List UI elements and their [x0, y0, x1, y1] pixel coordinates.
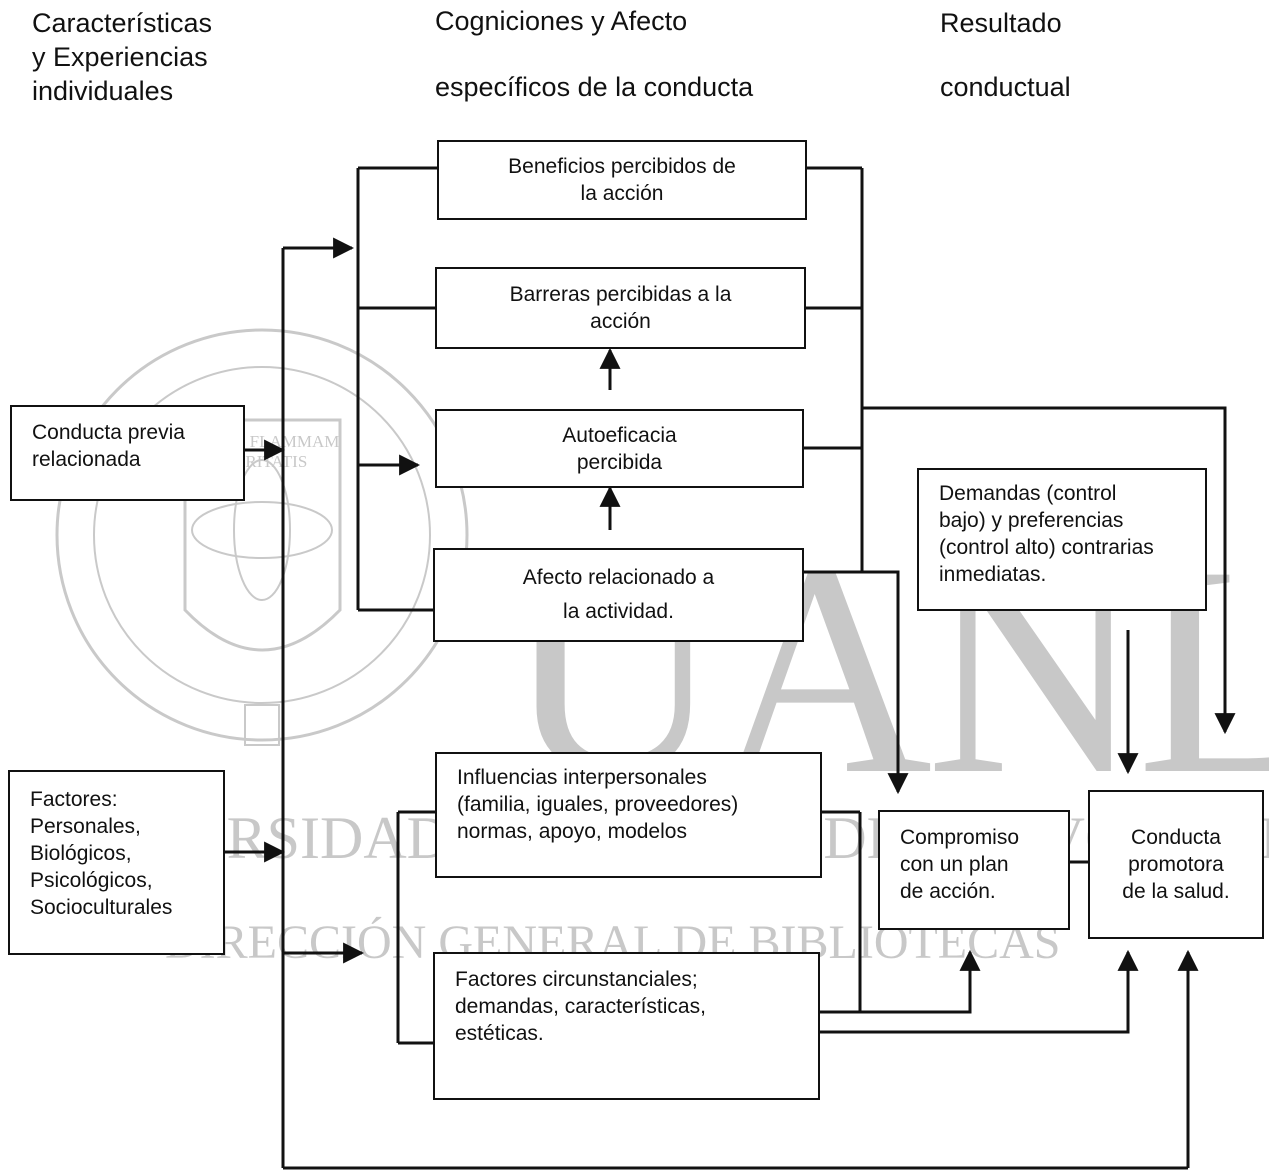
- box-afecto: Afecto relacionado a la actividad.: [433, 548, 804, 642]
- box-autoeficacia: Autoeficacia percibida: [435, 409, 804, 488]
- box-influencias-label: Influencias interpersonales (familia, ig…: [457, 766, 739, 843]
- box-factores-circunstanciales: Factores circunstanciales; demandas, car…: [433, 952, 820, 1100]
- box-factores: Factores: Personales, Biológicos, Psicol…: [8, 770, 225, 955]
- header-cognitions-line1: Cogniciones y Afecto: [435, 6, 688, 36]
- afecto-to-compromiso-arrow: [862, 570, 909, 795]
- circ-to-compromiso-arrow: [860, 949, 981, 1014]
- box-factores-label: Factores: Personales, Biológicos, Psicol…: [30, 788, 173, 919]
- box-conducta-promotora: Conducta promotora de la salud.: [1088, 790, 1264, 939]
- header-individual-characteristics: Características y Experiencias individua…: [32, 8, 213, 106]
- header-outcome-line1: Resultado: [940, 8, 1062, 38]
- box-conducta-promotora-label: Conducta promotora de la salud.: [1122, 826, 1230, 903]
- box-factores-circunstanciales-label: Factores circunstanciales; demandas, car…: [455, 968, 706, 1045]
- box-barreras: Barreras percibidas a la acción: [435, 267, 806, 349]
- box-influencias: Influencias interpersonales (familia, ig…: [435, 752, 822, 878]
- box-compromiso-label: Compromiso con un plan de acción.: [900, 826, 1020, 903]
- box-autoeficacia-label: Autoeficacia percibida: [562, 423, 677, 474]
- box-afecto-label: Afecto relacionado a la actividad.: [522, 566, 715, 623]
- box-demandas-label: Demandas (control bajo) y preferencias (…: [939, 482, 1154, 586]
- box-conducta-previa-label: Conducta previa relacionada: [32, 421, 185, 471]
- box-compromiso: Compromiso con un plan de acción.: [878, 810, 1070, 930]
- box-beneficios-label: Beneficios percibidos de la acción: [508, 155, 736, 205]
- cognitions-to-conducta-arrow: [862, 406, 1236, 735]
- header-cognitions-line2: específicos de la conducta: [435, 72, 754, 102]
- box-barreras-label: Barreras percibidas a la acción: [509, 283, 732, 333]
- box-conducta-previa: Conducta previa relacionada: [10, 405, 245, 501]
- circ-to-conducta-arrow: [820, 949, 1139, 1034]
- box-beneficios: Beneficios percibidos de la acción: [437, 140, 807, 220]
- header-outcome-line2: conductual: [940, 72, 1071, 102]
- box-demandas: Demandas (control bajo) y preferencias (…: [917, 468, 1207, 611]
- university-seal-watermark: [55, 328, 469, 746]
